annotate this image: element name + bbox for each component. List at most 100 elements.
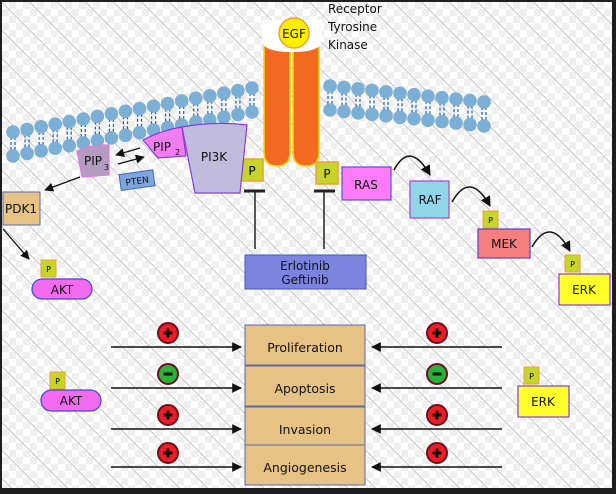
lipid	[132, 101, 147, 140]
minus-akt-effect-icon	[157, 363, 179, 385]
svg-text:PIP: PIP	[153, 140, 171, 154]
plus-erk-effect-icon	[426, 322, 448, 344]
lipid	[90, 109, 105, 148]
lipid	[421, 89, 435, 127]
lipid	[76, 112, 91, 150]
lipid	[463, 93, 477, 132]
pip2-node: PIP 2	[142, 126, 187, 159]
svg-text:MEK: MEK	[491, 237, 518, 251]
receptor-phospho-left: P	[240, 158, 264, 182]
outcome-row: Invasion	[111, 404, 502, 448]
lipid	[379, 85, 393, 123]
svg-text:2: 2	[175, 148, 180, 157]
egf-ligand	[278, 17, 310, 49]
pip3-node: PIP 3	[76, 144, 110, 178]
lipid	[104, 107, 119, 145]
receptor-tyrosine-kinase: EGF	[262, 17, 322, 167]
lipid	[449, 92, 463, 130]
svg-text:RAF: RAF	[419, 193, 442, 207]
raf-to-mek-arrow	[451, 186, 491, 207]
pip3-to-pdk1-arrow	[44, 176, 81, 192]
svg-text:P: P	[55, 377, 60, 386]
lipid	[231, 83, 245, 122]
pi3k-node: PI3K	[181, 122, 248, 194]
outcome-label: Proliferation	[267, 340, 343, 355]
receptor-phospho-right: P	[315, 161, 339, 185]
egf-label: EGF	[282, 27, 306, 41]
svg-text:RAS: RAS	[354, 178, 378, 192]
mek-node: P MEK	[477, 210, 531, 259]
raf-node: RAF	[409, 180, 450, 219]
erk-top-node: P ERK	[558, 254, 611, 306]
lipid	[217, 86, 231, 124]
diagram-svg: EGF Receptor Tyrosine Kinase P P Erlotin…	[2, 2, 611, 486]
lipid	[323, 79, 337, 117]
outcome-box	[244, 365, 366, 407]
lipid	[34, 120, 48, 158]
erk-outcome-node: P ERK	[517, 366, 570, 418]
akt-outcome-node: P AKT	[40, 371, 102, 412]
ras-to-raf-arrow	[393, 155, 431, 176]
lipid	[203, 88, 217, 127]
outcome-row: Proliferation	[111, 322, 502, 366]
minus-erk-effect-icon	[426, 363, 448, 385]
lipid	[20, 122, 34, 161]
plus-erk-effect-icon	[426, 442, 448, 464]
svg-text:3: 3	[104, 163, 109, 172]
akt-top-node: P AKT	[31, 259, 93, 300]
lipid	[245, 81, 259, 119]
lipid	[48, 117, 62, 156]
lipid	[62, 114, 77, 153]
svg-text:PDK1: PDK1	[5, 202, 37, 216]
lipid	[188, 91, 203, 130]
receptor-label-line1: Receptor	[328, 2, 382, 16]
svg-text:P: P	[248, 164, 255, 178]
outcome-row: Apoptosis	[111, 363, 502, 407]
svg-text:PI3K: PI3K	[201, 150, 228, 164]
lipid	[477, 95, 491, 133]
lipid	[435, 90, 449, 129]
receptor-label-line3: Kinase	[328, 38, 368, 52]
svg-text:ERK: ERK	[572, 283, 597, 297]
lipid	[146, 99, 161, 137]
drug-box: Erlotinib Geftinib	[244, 254, 367, 290]
pathway-diagram: EGF Receptor Tyrosine Kinase P P Erlotin…	[2, 2, 612, 488]
outcome-label: Apoptosis	[274, 381, 335, 396]
outcome-box	[244, 324, 366, 366]
pdk1-node: PDK1	[2, 191, 41, 226]
outcome-label: Angiogenesis	[263, 460, 346, 475]
drug-inhibition-lines	[244, 189, 335, 249]
plus-akt-effect-icon	[157, 442, 179, 464]
receptor-left-chain	[263, 43, 291, 167]
svg-text:P: P	[46, 265, 51, 274]
drug-erlotinib: Erlotinib	[280, 259, 330, 273]
svg-text:AKT: AKT	[60, 394, 83, 408]
receptor-right-chain	[292, 43, 320, 167]
receptor-label-line2: Tyrosine	[327, 20, 377, 34]
outcome-row: Angiogenesis	[111, 442, 502, 486]
lipid	[407, 87, 421, 126]
plus-erk-effect-icon	[426, 404, 448, 426]
svg-text:PTEN: PTEN	[125, 176, 150, 189]
pten-node: PTEN	[118, 169, 156, 191]
outcome-box	[244, 444, 366, 486]
mek-to-erk-arrow	[531, 231, 571, 252]
svg-text:P: P	[323, 167, 330, 181]
pip3-to-pip2-arrow	[117, 154, 145, 165]
lipid	[6, 125, 20, 163]
svg-text:PIP: PIP	[84, 154, 102, 168]
lipid	[118, 104, 133, 143]
pdk1-to-akt-arrow	[2, 228, 30, 260]
lipid	[337, 80, 351, 119]
lipid	[365, 83, 379, 122]
svg-text:P: P	[570, 260, 575, 269]
window-edge	[612, 0, 616, 494]
svg-text:P: P	[529, 372, 534, 381]
outcome-rows: ProliferationApoptosisInvasionAngiogenes…	[111, 322, 502, 486]
pip2-to-pip3-arrow	[115, 147, 141, 158]
outcome-label: Invasion	[279, 422, 331, 437]
plus-akt-effect-icon	[157, 322, 179, 344]
plus-akt-effect-icon	[157, 404, 179, 426]
lipid	[351, 82, 365, 120]
svg-text:P: P	[488, 216, 493, 225]
